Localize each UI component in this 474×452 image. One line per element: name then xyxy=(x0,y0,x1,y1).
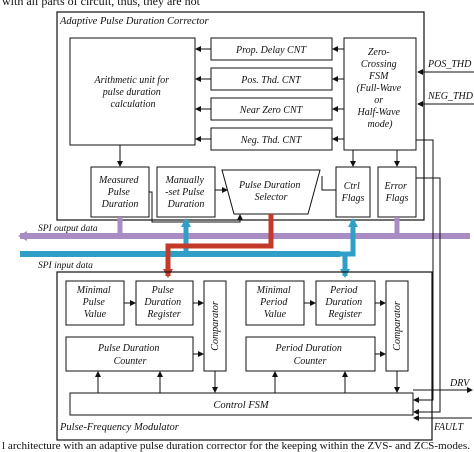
neg-thd-input-label: NEG_THD xyxy=(427,91,474,102)
period-counter-line-1: Period Duration xyxy=(275,343,342,354)
svg-text:Period Duration Counter: Period Duration Counter xyxy=(275,343,345,367)
error-flags-box xyxy=(377,166,417,218)
min-period-line-3: Value xyxy=(264,309,287,320)
pulse-reg-line-2: Duration xyxy=(143,297,181,308)
modulator-title: Pulse-Frequency Modulator xyxy=(59,422,180,433)
arithmetic-unit-box xyxy=(69,37,196,146)
near-zero-cnt-label: Near Zero CNT xyxy=(239,105,304,116)
fsm-line-7: mode) xyxy=(368,119,394,130)
svg-text:Measured Pulse Duratio: Measured Pulse Duration xyxy=(98,175,141,210)
fsm-line-5: or xyxy=(374,95,383,106)
wire-ctrl-to-selector xyxy=(321,176,336,191)
red-selector-to-pulse-register xyxy=(163,214,274,278)
fsm-line-6: Half-Wave xyxy=(357,107,401,118)
manual-pulse-duration-box xyxy=(156,166,216,218)
manual-line-3: Duration xyxy=(167,199,205,210)
comparator-1-label: Comparator xyxy=(210,301,221,351)
manual-line-2: -set Pulse xyxy=(165,187,205,198)
pos-thd-cnt-label: Pos. Thd. CNT xyxy=(240,75,302,86)
fsm-line-1: Zero- xyxy=(368,47,390,58)
measured-line-3: Duration xyxy=(101,199,139,210)
svg-text:Manually -set Pulse Du: Manually -set Pulse Duration xyxy=(165,175,207,210)
min-pulse-line-1: Minimal xyxy=(76,285,111,296)
pulse-reg-line-3: Register xyxy=(146,309,180,320)
modulator-frame xyxy=(56,271,433,441)
pulse-counter-line-1: Pulse Duration xyxy=(97,343,159,354)
measured-line-2: Pulse xyxy=(107,187,131,198)
fsm-line-4: (Full-Wave xyxy=(356,83,401,94)
control-fsm-box xyxy=(69,392,414,416)
error-flags-line-2: Flags xyxy=(385,193,409,204)
svg-text:Period Duration Regist: Period Duration Register xyxy=(324,285,364,320)
min-pulse-line-2: Pulse xyxy=(82,297,106,308)
arithmetic-line-2: pulse duration xyxy=(102,87,161,98)
prop-delay-cnt-label: Prop. Delay CNT xyxy=(235,45,307,56)
svg-text:Pulse Duration Counter: Pulse Duration Counter xyxy=(97,343,162,367)
spi-output-label: SPI output data xyxy=(38,224,98,234)
spi-in-to-period-reg xyxy=(340,251,350,278)
svg-text:Pulse Duration Registe: Pulse Duration Register xyxy=(143,285,183,320)
ctrl-flags-line-1: Ctrl xyxy=(344,181,360,192)
ctrl-flags-line-2: Flags xyxy=(341,193,365,204)
error-flags-line-1: Error xyxy=(384,181,408,192)
svg-text:Minimal Period Value: Minimal Period Value xyxy=(256,285,293,320)
pulse-counter-line-2: Counter xyxy=(114,356,147,367)
svg-text:Minimal Pulse Value: Minimal Pulse Value xyxy=(76,285,113,320)
ctrl-flags-box xyxy=(335,166,371,218)
caption-bottom: l architecture with an adaptive pulse du… xyxy=(2,441,470,452)
period-reg-line-3: Register xyxy=(327,309,361,320)
fsm-line-3: FSM xyxy=(368,71,389,82)
selector-line-2: Selector xyxy=(255,192,288,203)
arithmetic-line-3: calculation xyxy=(111,99,156,110)
arithmetic-line-1: Arithmetic unit for xyxy=(94,75,170,86)
wire-error-flags-to-fault xyxy=(413,177,441,415)
wire-measured-to-selector xyxy=(149,191,243,223)
period-reg-line-2: Duration xyxy=(324,297,362,308)
comparator-2-label: Comparator xyxy=(392,301,403,351)
fsm-line-2: Crossing xyxy=(361,59,397,70)
corrector-title: Adaptive Pulse Duration Corrector xyxy=(59,16,210,27)
pulse-reg-line-1: Pulse xyxy=(151,285,175,296)
zero-crossing-fsm-box xyxy=(343,37,417,151)
period-reg-line-1: Period xyxy=(329,285,358,296)
min-period-line-2: Period xyxy=(259,297,288,308)
fault-input-label: FAULT xyxy=(433,422,465,433)
control-fsm-label: Control FSM xyxy=(213,400,270,411)
selector-line-1: Pulse Duration xyxy=(238,180,300,191)
svg-text:Error Flags: Error Flags xyxy=(384,181,410,204)
svg-text:Zero- Crossing FSM: Zero- Crossing FSM (Full-Wave or Half-Wa… xyxy=(356,47,403,130)
min-period-line-1: Minimal xyxy=(256,285,291,296)
spi-input-label: SPI input data xyxy=(38,261,93,271)
caption-top: with all parts of circuit, thus, they ar… xyxy=(2,0,201,8)
pulse-duration-selector-trapezoid xyxy=(221,169,321,215)
neg-thd-cnt-label: Neg. Thd. CNT xyxy=(240,135,303,146)
min-pulse-line-3: Value xyxy=(84,309,107,320)
svg-text:Ctrl Flags: Ctrl Flags xyxy=(341,181,365,204)
drv-output-label: DRV xyxy=(449,378,471,389)
wire-fsm-to-control xyxy=(413,139,434,403)
pos-thd-input-label: POS_THD xyxy=(427,59,472,70)
svg-text:Arithmetic unit for pulse: Arithmetic unit for pulse duration calcu… xyxy=(94,75,172,110)
period-counter-line-2: Counter xyxy=(294,356,327,367)
manual-line-1: Manually xyxy=(165,175,205,186)
measured-line-1: Measured xyxy=(98,175,140,186)
svg-text:Pulse Duration Selector: Pulse Duration Selector xyxy=(238,180,303,203)
